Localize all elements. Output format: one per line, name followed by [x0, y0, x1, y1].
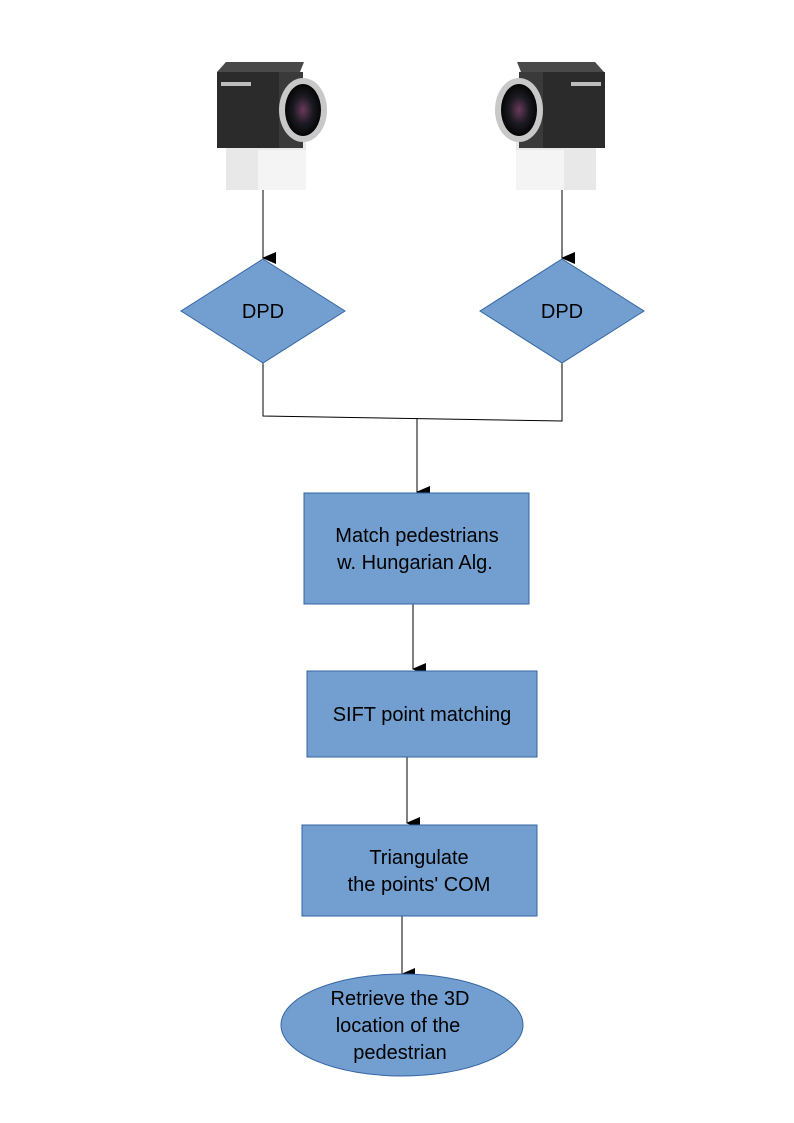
left-camera-icon	[217, 62, 327, 190]
lens-glass	[501, 84, 537, 136]
retrieve-location-node: Retrieve the 3D location of the pedestri…	[280, 973, 524, 1077]
decision-diamond	[479, 258, 645, 364]
retrieve-label-line-3: pedestrian	[353, 1042, 446, 1064]
process-box	[303, 492, 530, 605]
dpd-right-node: DPD	[479, 258, 645, 364]
camera-logo-mark	[571, 82, 601, 86]
camera-mount-face	[516, 150, 564, 190]
sift-label: SIFT point matching	[333, 704, 512, 726]
camera-top	[217, 62, 304, 72]
triangulate-label-line-1: Triangulate	[369, 847, 468, 869]
match-label-line-2: w. Hungarian Alg.	[336, 552, 493, 574]
connector-dpd-merge	[262, 363, 563, 422]
retrieve-label-line-2: location of the	[336, 1015, 461, 1037]
camera-mount-face	[258, 150, 306, 190]
sift-matching-node: SIFT point matching	[306, 670, 538, 758]
terminal-ellipse	[280, 973, 524, 1077]
retrieve-label-line-1: Retrieve the 3D	[331, 988, 470, 1010]
lens-glass	[285, 84, 321, 136]
triangulate-label-line-2: the points' COM	[348, 874, 491, 896]
match-pedestrians-node: Match pedestrians w. Hungarian Alg.	[303, 492, 530, 605]
right-camera-icon	[495, 62, 605, 190]
dpd-left-node: DPD	[180, 258, 346, 364]
decision-diamond	[180, 258, 346, 364]
process-box	[301, 824, 538, 917]
dpd-right-label: DPD	[541, 301, 583, 323]
dpd-left-label: DPD	[242, 301, 284, 323]
camera-top	[517, 62, 604, 72]
camera-logo-mark	[221, 82, 251, 86]
triangulate-node: Triangulate the points' COM	[301, 824, 538, 917]
process-box	[306, 670, 538, 758]
match-label-line-1: Match pedestrians	[335, 525, 498, 547]
